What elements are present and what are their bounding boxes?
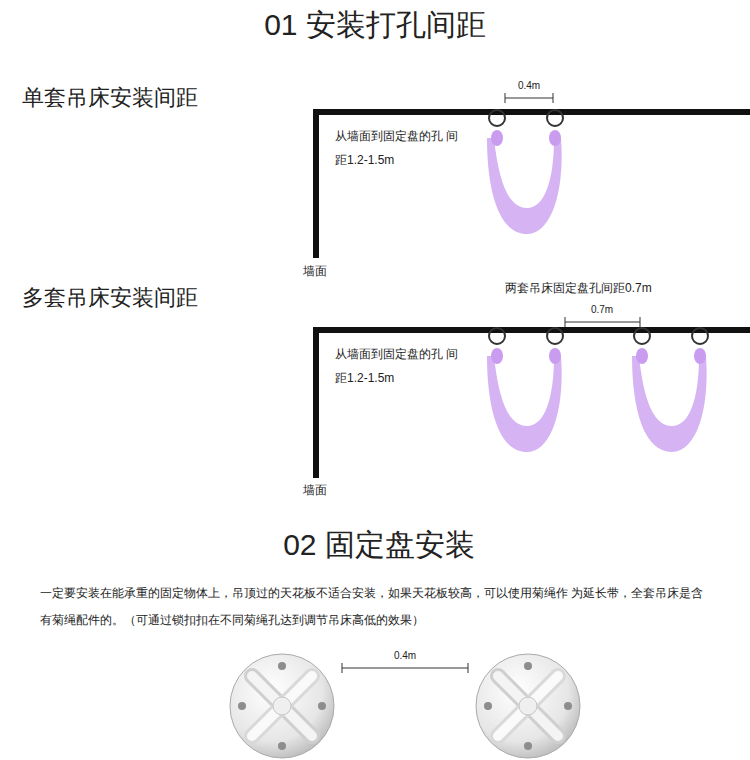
hammock [632,328,708,452]
dimension-label: 0.7m [584,304,620,317]
dimension-line [505,93,553,103]
dimension-label: 0.4m [383,650,427,663]
dimension-line [565,317,640,327]
mount-plate [230,654,334,758]
wall-label: 墙面 [303,264,327,279]
hammock [487,110,563,234]
note: 从墙面到固定盘的孔 间距1.2-1.5m [335,124,467,172]
note: 从墙面到固定盘的孔 间距1.2-1.5m [335,342,467,390]
section-title: 02 固定盘安装 [4,526,750,564]
instruction-text: 一定要安装在能承重的固定物体上，吊顶过的天花板不适合安装，如果天花板较高，可以使… [40,580,710,634]
mount-plate [476,654,580,758]
section-heading: 多套吊床安装间距 [22,284,198,312]
wall-ceiling [316,330,750,478]
dimension-label: 0.4m [511,80,547,93]
wall-label: 墙面 [303,483,327,498]
hammock [487,328,563,452]
wall-ceiling [316,112,750,258]
page-title: 01 安装打孔间距 [0,6,750,44]
dimension-line [342,663,468,673]
note: 两套吊床固定盘孔间距0.7m [505,281,652,296]
section-heading: 单套吊床安装间距 [22,84,198,112]
